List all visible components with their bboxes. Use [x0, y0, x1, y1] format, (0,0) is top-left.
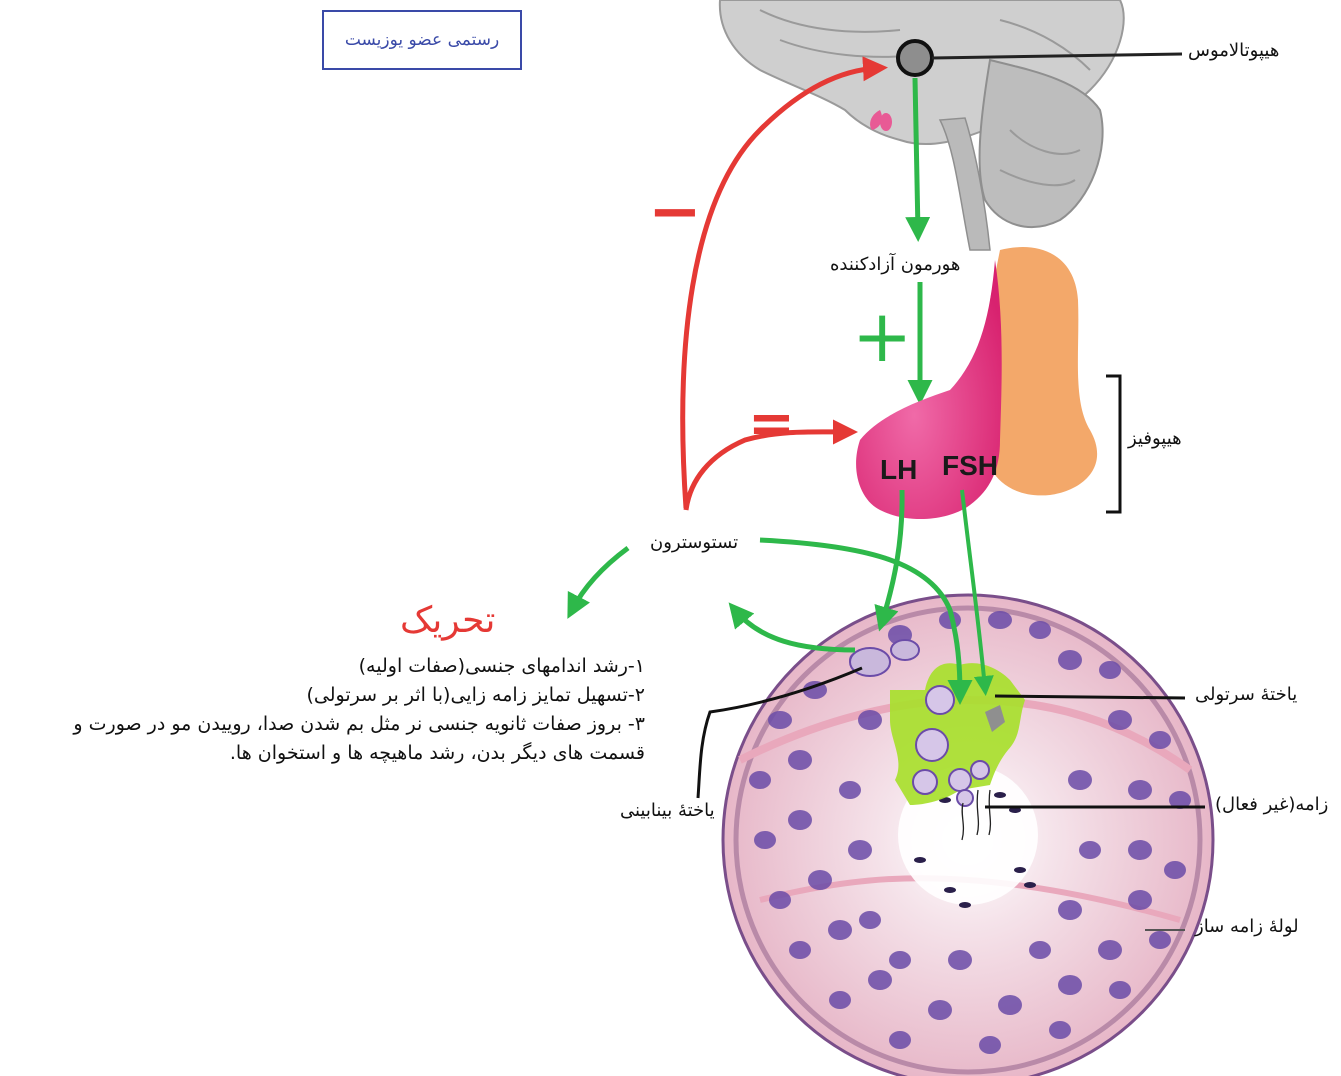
label-hypothalamus: هیپوتالاموس: [1188, 40, 1279, 61]
brain-illustration: [720, 0, 1124, 250]
effect-item-3: ۳- بروز صفات ثانویه جنسی نر مثل بم شدن ص…: [20, 710, 645, 768]
label-sertoli-cell: یاختهٔ سرتولی: [1195, 684, 1297, 705]
stimulation-effects-list: ۱-رشد اندامهای جنسی(صفات اولیه) ۲-تسهیل …: [20, 652, 645, 768]
inhibit-sign-hypothalamus: −: [648, 180, 702, 244]
inhibit-sign-pituitary: =: [748, 396, 795, 452]
stimulation-title: تحریک: [400, 600, 495, 641]
label-sperm-inactive: زامه(غیر فعال): [1215, 794, 1328, 815]
label-testosterone: تستوسترون: [650, 532, 738, 553]
label-fsh: FSH: [942, 450, 998, 482]
effect-item-1: ۱-رشد اندامهای جنسی(صفات اولیه): [20, 652, 645, 681]
label-seminiferous-tubule: لولهٔ زامه ساز: [1195, 916, 1299, 937]
releasing-arrow-top: [915, 78, 918, 232]
credit-box: رستمی عضو یوزیست: [322, 10, 522, 70]
stimulate-sign: +: [852, 300, 912, 372]
sertoli-leader: [995, 696, 1185, 698]
hypothalamus-marker: [898, 41, 932, 75]
seminiferous-tubule: [723, 595, 1213, 1076]
pituitary-bracket: [1106, 376, 1120, 512]
label-releasing-hormone: هورمون آزادکننده: [830, 254, 960, 275]
label-pituitary: هیپوفیز: [1128, 428, 1182, 449]
label-lh: LH: [880, 454, 917, 486]
testosterone-to-effects-arrow: [572, 548, 628, 610]
label-interstitial-cell: یاختهٔ بینابینی: [620, 800, 715, 821]
effect-item-2: ۲-تسهیل تمایز زامه زایی(با اثر بر سرتولی…: [20, 681, 645, 710]
